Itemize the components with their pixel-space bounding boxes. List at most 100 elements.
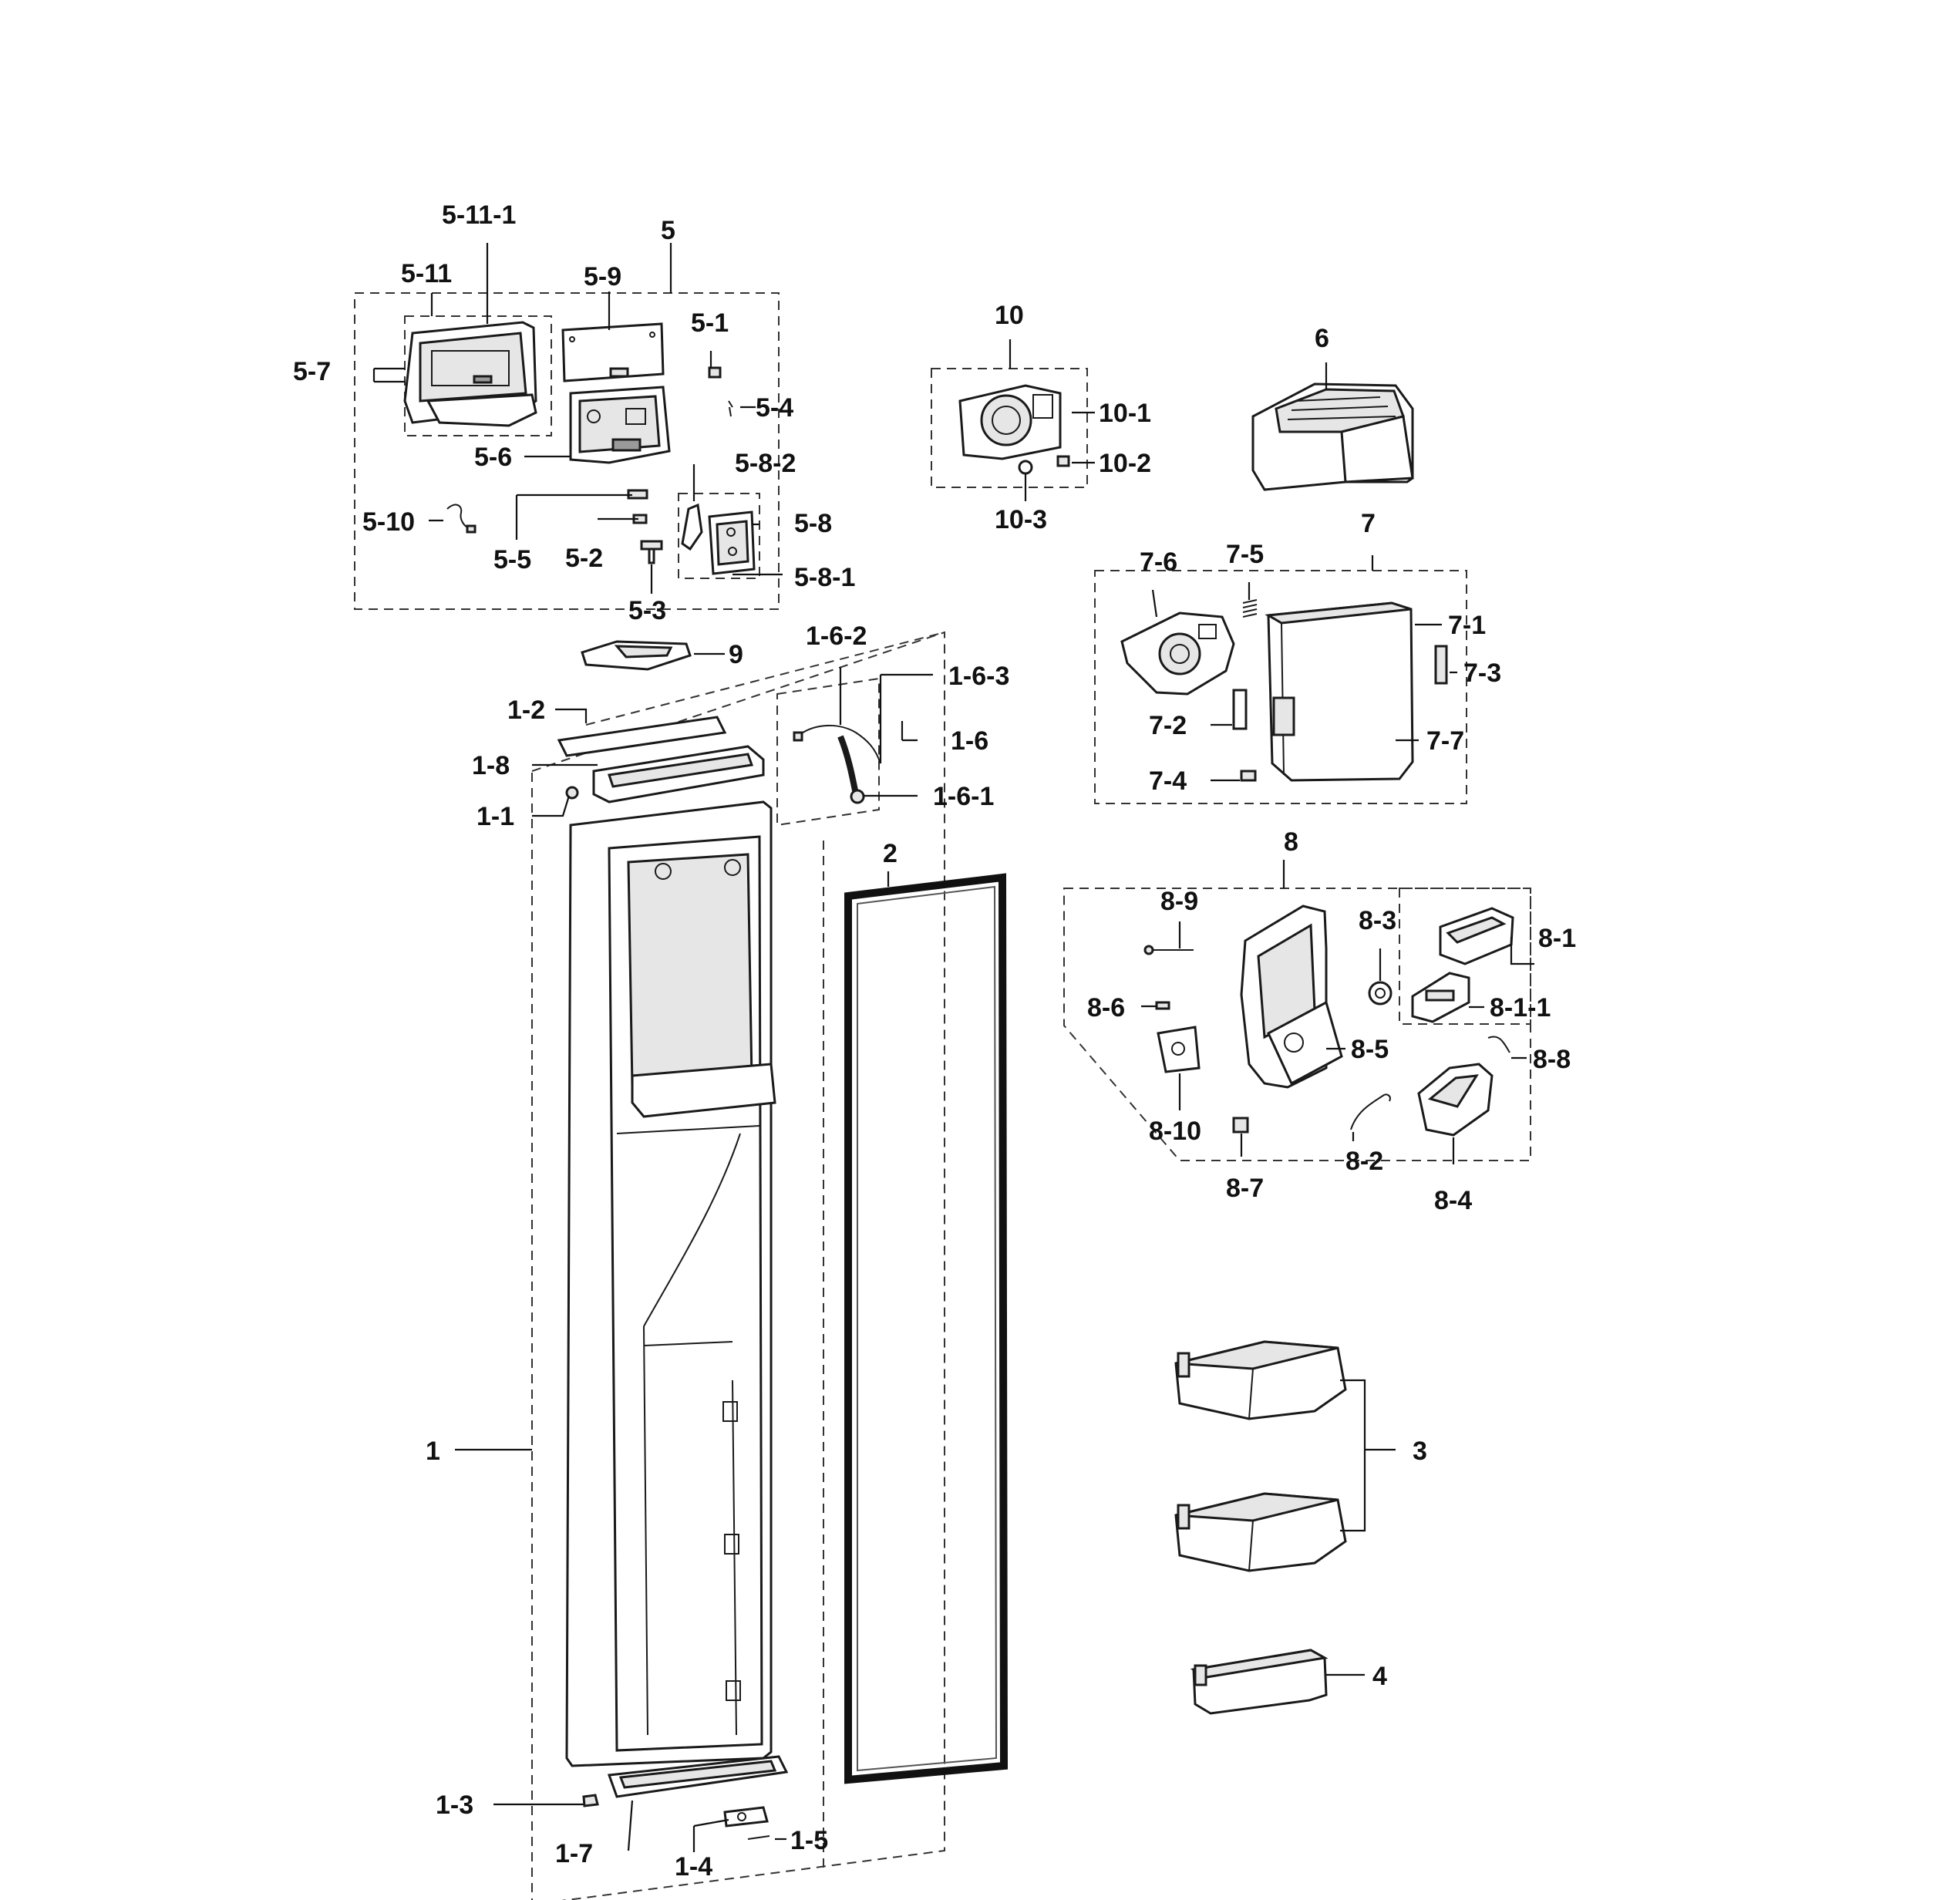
- callout-8-3: 8-3: [1359, 906, 1396, 935]
- leader-lines: [372, 243, 1534, 1852]
- callout-10-3: 10-3: [995, 505, 1047, 534]
- callout-5-6: 5-6: [474, 443, 512, 472]
- wire-1-6-2: [797, 724, 881, 764]
- chute-8-4: [1417, 1063, 1494, 1137]
- tube-connector-1-6-1: [850, 789, 865, 804]
- actuator-base-8-1-1: [1411, 972, 1470, 1023]
- stopper-1-3: [582, 1794, 599, 1807]
- screw-1-5: [747, 1835, 770, 1840]
- block-8-7: [1232, 1117, 1249, 1134]
- callout-8-2: 8-2: [1345, 1147, 1383, 1176]
- group-box-8-1: [1399, 888, 1531, 1025]
- callout-5-2: 5-2: [565, 544, 603, 573]
- ice-bucket-7-1: [1265, 601, 1414, 782]
- door-bin-3-lower: [1174, 1492, 1347, 1572]
- wire-8-2: [1350, 1093, 1391, 1130]
- wire-end-8-9: [1143, 945, 1154, 955]
- callout-5-8-1: 5-8-1: [794, 563, 855, 592]
- group-7-parts: [1120, 599, 1448, 782]
- callout-8-7: 8-7: [1226, 1174, 1264, 1203]
- callout-1-1: 1-1: [477, 802, 514, 831]
- callout-labels: 5-11-1 5 5-11 5-9 5-1 5-7 5-4 5-6 5-8-2 …: [293, 200, 1576, 1881]
- callout-8-5: 8-5: [1351, 1035, 1389, 1064]
- door-1: [565, 800, 776, 1767]
- callout-9: 9: [729, 640, 743, 669]
- group-box-10: [931, 368, 1088, 488]
- actuator-8-1: [1439, 907, 1514, 965]
- callout-5-3: 5-3: [628, 596, 666, 625]
- spring-7-5: [1242, 599, 1258, 618]
- gasket-2: [844, 873, 1009, 1784]
- callout-8-4: 8-4: [1434, 1186, 1472, 1215]
- display-module-5-11: [403, 321, 537, 427]
- cover-6: [1251, 382, 1414, 491]
- callout-7-1: 7-1: [1448, 611, 1486, 640]
- callout-1-6: 1-6: [951, 726, 988, 756]
- dispenser-housing-8-5: [1240, 905, 1343, 1089]
- callout-5-8: 5-8: [794, 509, 832, 538]
- wire-harness-5-10: [446, 504, 471, 530]
- group-1-6-parts: [793, 724, 881, 804]
- cover-9: [581, 640, 692, 671]
- clip-7-4: [1240, 770, 1257, 782]
- callout-7-6: 7-6: [1140, 547, 1177, 577]
- callout-7: 7: [1361, 509, 1376, 538]
- callout-1-6-1: 1-6-1: [933, 782, 994, 811]
- dispenser-assembly-5-8: [708, 510, 756, 575]
- tube-1-6-1: [837, 735, 859, 795]
- group-boxes: [354, 292, 1531, 1900]
- callout-8-8: 8-8: [1533, 1045, 1571, 1074]
- callout-7-4: 7-4: [1149, 766, 1187, 796]
- callout-5-8-2: 5-8-2: [735, 449, 796, 478]
- callout-5-10: 5-10: [362, 507, 415, 537]
- callout-8-1-1: 8-1-1: [1490, 993, 1551, 1022]
- callout-10-1: 10-1: [1099, 399, 1151, 428]
- callout-5: 5: [661, 216, 675, 245]
- callout-5-11-1: 5-11-1: [442, 200, 516, 230]
- plug-10-3: [1018, 460, 1033, 475]
- callout-1: 1: [426, 1437, 440, 1466]
- paddle-5-8-2: [681, 503, 703, 551]
- motor-housing-7-6: [1120, 611, 1235, 696]
- door-bins-3: [1174, 1340, 1347, 1572]
- cover-plate-5-9: [561, 322, 665, 382]
- drip-tray: [631, 1063, 776, 1118]
- clip-8-6: [1155, 1001, 1170, 1010]
- callout-8-10: 8-10: [1149, 1117, 1201, 1146]
- screw-1-1: [565, 786, 579, 800]
- callout-8: 8: [1284, 827, 1298, 857]
- callout-8-9: 8-9: [1160, 887, 1198, 916]
- callout-5-11: 5-11: [401, 259, 452, 288]
- callout-5-1: 5-1: [691, 308, 729, 338]
- door-top-parts: [557, 716, 765, 803]
- callout-5-5: 5-5: [493, 545, 531, 574]
- bracket-8-10: [1157, 1026, 1201, 1073]
- callout-6: 6: [1315, 324, 1329, 353]
- callout-7-5: 7-5: [1226, 540, 1264, 569]
- group-box-1-top-extension: [585, 632, 945, 726]
- bracket-7-2: [1232, 689, 1248, 730]
- callout-1-6-3: 1-6-3: [948, 662, 1009, 691]
- callout-5-7: 5-7: [293, 357, 331, 386]
- callout-2: 2: [883, 839, 897, 868]
- callout-5-9: 5-9: [584, 262, 621, 291]
- clip-5-1: [708, 366, 722, 379]
- callout-3: 3: [1413, 1437, 1427, 1466]
- door-bin-3-upper: [1174, 1340, 1347, 1420]
- wire-connector-5-10: [466, 524, 477, 534]
- duct-assembly-10-1: [958, 384, 1062, 460]
- damper-10-2: [1056, 455, 1070, 467]
- group-box-5-8: [678, 493, 760, 579]
- group-box-1-6: [776, 677, 880, 827]
- callout-8-1: 8-1: [1538, 924, 1576, 953]
- callout-1-8: 1-8: [472, 751, 510, 780]
- group-box-7: [1094, 570, 1467, 804]
- callout-7-3: 7-3: [1463, 659, 1501, 688]
- washer-8-3: [1368, 981, 1393, 1006]
- callout-1-7: 1-7: [555, 1839, 593, 1868]
- callout-5-4: 5-4: [756, 393, 793, 423]
- callout-10: 10: [995, 301, 1024, 330]
- callout-7-2: 7-2: [1149, 711, 1187, 740]
- callout-4: 4: [1372, 1662, 1387, 1691]
- lever-5-3: [640, 540, 663, 564]
